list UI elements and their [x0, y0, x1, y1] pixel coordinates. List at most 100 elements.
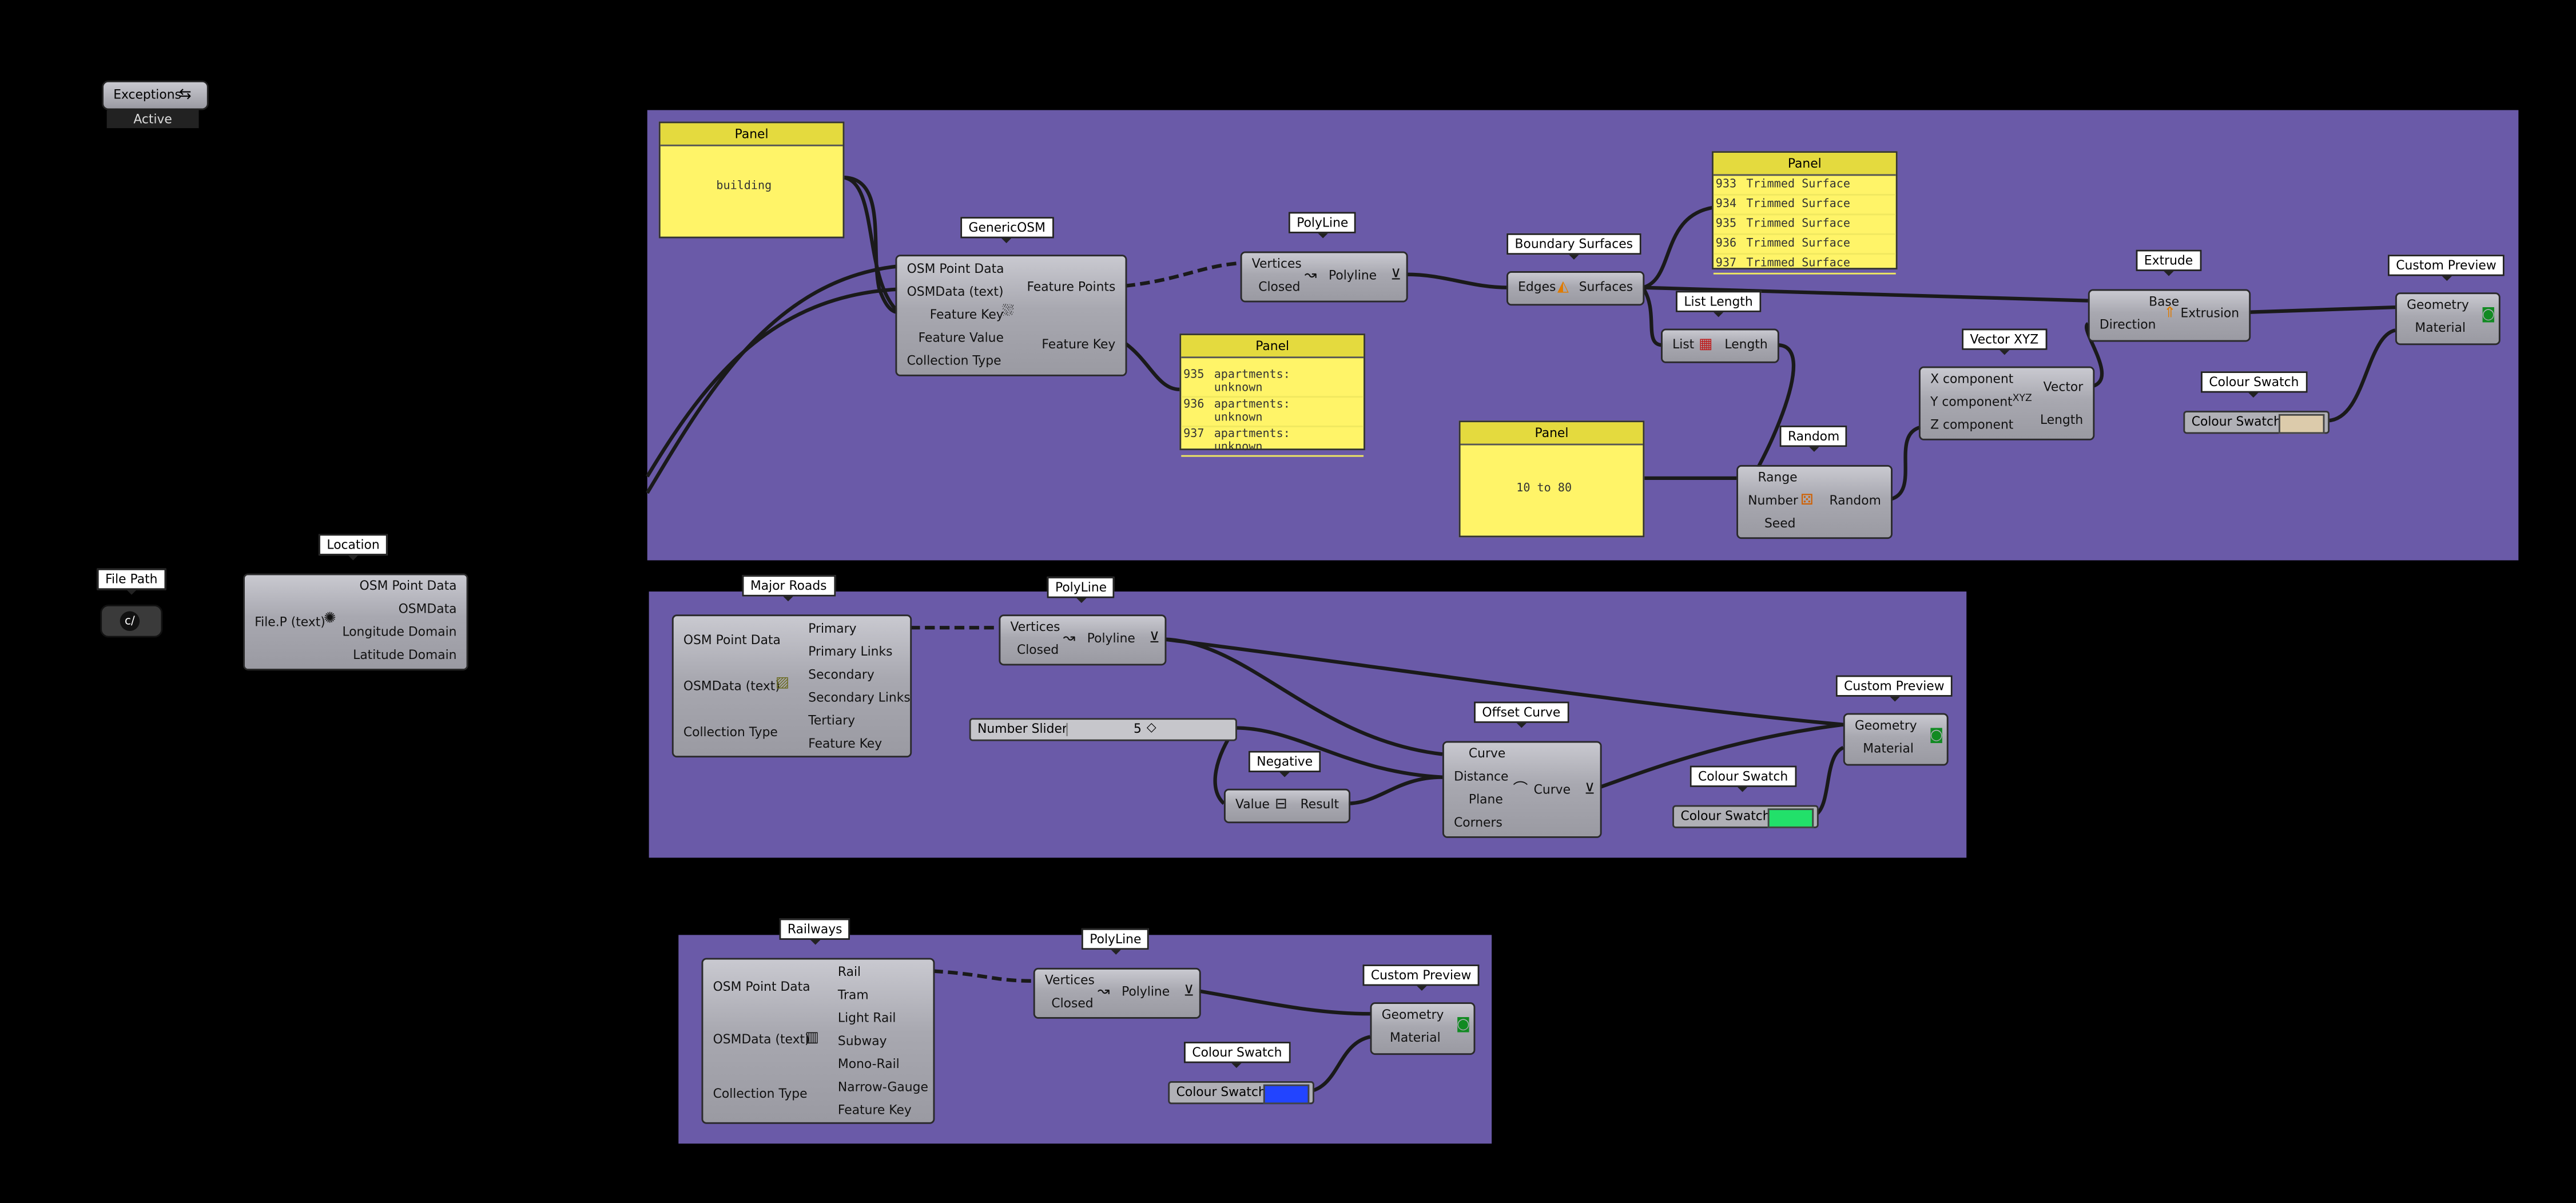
custom-preview-input[interactable]: Material: [1863, 741, 1914, 756]
polyline-component[interactable]: Vertices Closed ↝ Polyline ⊻: [1033, 967, 1201, 1019]
railways-output[interactable]: Feature Key: [837, 1102, 912, 1118]
random-input[interactable]: Seed: [1764, 515, 1796, 531]
railways-output[interactable]: Light Rail: [837, 1010, 896, 1026]
offset-curve-input[interactable]: Plane: [1468, 792, 1503, 807]
generic-osm-output[interactable]: Feature Points: [1027, 279, 1116, 295]
building-panel[interactable]: Panel building: [658, 121, 845, 239]
offset-curve-component[interactable]: Curve Distance Plane Corners ⌒ Curve ⊻: [1442, 741, 1602, 838]
major-roads-output[interactable]: Feature Key: [808, 736, 882, 751]
vector-xyz-input[interactable]: Z component: [1930, 417, 2014, 432]
extrude-component[interactable]: Base Direction ⇑ Extrusion: [2088, 289, 2251, 342]
colour-swatch-color[interactable]: [1263, 1084, 1310, 1105]
polyline-output[interactable]: Polyline: [1087, 631, 1135, 646]
extrude-input[interactable]: Direction: [2099, 317, 2156, 332]
major-roads-output[interactable]: Secondary Links: [808, 690, 911, 705]
negative-input[interactable]: Value: [1235, 797, 1270, 812]
railways-component[interactable]: OSM Point Data OSMData (text) Collection…: [701, 958, 935, 1124]
major-roads-output[interactable]: Tertiary: [808, 713, 856, 728]
location-component[interactable]: File.P (text) ✺ OSM Point Data OSMData L…: [243, 573, 468, 670]
colour-swatch-color[interactable]: [2279, 414, 2325, 434]
polyline-input[interactable]: Vertices: [1044, 972, 1095, 988]
railways-input[interactable]: OSMData (text): [713, 1031, 810, 1047]
location-input[interactable]: File.P (text): [255, 614, 325, 630]
generic-osm-component[interactable]: OSM Point Data OSMData (text) Feature Ke…: [895, 255, 1127, 376]
random-input[interactable]: Range: [1758, 470, 1798, 485]
list-length-output[interactable]: Length: [1724, 336, 1768, 352]
major-roads-input[interactable]: OSM Point Data: [683, 632, 781, 648]
colour-swatch[interactable]: Colour Swatch: [1168, 1081, 1314, 1105]
boundary-output[interactable]: Surfaces: [1579, 279, 1633, 295]
custom-preview-component[interactable]: Geometry Material ◙: [1370, 1002, 1476, 1055]
generic-osm-input[interactable]: Feature Value: [918, 330, 1004, 346]
extrude-input[interactable]: Base: [2149, 294, 2180, 309]
railways-output[interactable]: Subway: [837, 1033, 887, 1049]
location-output[interactable]: OSMData: [398, 601, 457, 617]
polyline-input[interactable]: Vertices: [1251, 256, 1302, 271]
vector-xyz-input[interactable]: Y component: [1930, 394, 2013, 410]
random-input[interactable]: Number: [1748, 493, 1798, 508]
railways-output[interactable]: Tram: [837, 987, 869, 1003]
location-output[interactable]: OSM Point Data: [359, 578, 457, 593]
polyline-output[interactable]: Polyline: [1122, 984, 1170, 999]
major-roads-output[interactable]: Secondary: [808, 667, 874, 682]
negative-component[interactable]: Value ⊟ Result: [1223, 788, 1351, 824]
generic-osm-input[interactable]: Collection Type: [907, 353, 1001, 368]
custom-preview-input[interactable]: Material: [1390, 1030, 1441, 1045]
vector-xyz-component[interactable]: X component Y component Z component XYZ …: [1918, 366, 2095, 440]
polyline-component[interactable]: Vertices Closed ↝ Polyline ⊻: [999, 614, 1167, 666]
boundary-surfaces-component[interactable]: Edges ◭ Surfaces: [1506, 271, 1645, 306]
location-output[interactable]: Latitude Domain: [353, 647, 457, 662]
colour-swatch-color[interactable]: [1767, 808, 1814, 828]
railways-input[interactable]: OSM Point Data: [713, 979, 810, 994]
offset-curve-input[interactable]: Corners: [1454, 815, 1502, 830]
custom-preview-input[interactable]: Geometry: [2407, 297, 2469, 312]
major-roads-component[interactable]: OSM Point Data OSMData (text) Collection…: [671, 614, 912, 758]
polyline-input[interactable]: Vertices: [1010, 619, 1060, 634]
vector-xyz-output[interactable]: Vector: [2043, 379, 2084, 395]
vector-xyz-input[interactable]: X component: [1930, 371, 2014, 387]
major-roads-input[interactable]: Collection Type: [683, 724, 778, 740]
location-output[interactable]: Longitude Domain: [342, 624, 457, 640]
generic-osm-input[interactable]: OSMData (text): [907, 284, 1004, 299]
offset-curve-output[interactable]: Curve: [1533, 782, 1571, 797]
generic-osm-output[interactable]: Feature Key: [1041, 336, 1116, 352]
custom-preview-component[interactable]: Geometry Material ◙: [2395, 292, 2501, 346]
railways-input[interactable]: Collection Type: [713, 1086, 808, 1101]
number-slider-track[interactable]: [1066, 722, 1232, 736]
polyline-output[interactable]: Polyline: [1329, 268, 1377, 283]
generic-osm-input[interactable]: OSM Point Data: [907, 261, 1004, 276]
random-output[interactable]: Random: [1829, 493, 1881, 508]
extrude-output[interactable]: Extrusion: [2180, 305, 2240, 321]
railways-output[interactable]: Rail: [837, 964, 861, 979]
vector-xyz-output[interactable]: Length: [2040, 412, 2084, 427]
range-panel[interactable]: Panel 10 to 80: [1458, 420, 1645, 538]
major-roads-input[interactable]: OSMData (text): [683, 678, 780, 694]
boundary-input[interactable]: Edges: [1518, 279, 1556, 295]
file-path-param[interactable]: c/: [100, 605, 163, 638]
exceptions-widget[interactable]: Exceptions ⇆: [102, 80, 209, 110]
custom-preview-input[interactable]: Geometry: [1854, 718, 1917, 733]
polyline-input[interactable]: Closed: [1051, 995, 1094, 1011]
offset-curve-input[interactable]: Distance: [1454, 769, 1509, 784]
offset-curve-input[interactable]: Curve: [1468, 746, 1506, 761]
polyline-input[interactable]: Closed: [1017, 642, 1059, 657]
list-length-component[interactable]: List ▦ Length: [1660, 328, 1779, 363]
railways-output[interactable]: Mono-Rail: [837, 1056, 900, 1071]
generic-osm-input[interactable]: Feature Key: [929, 307, 1004, 322]
major-roads-output[interactable]: Primary: [808, 621, 857, 636]
custom-preview-input[interactable]: Material: [2415, 320, 2466, 335]
colour-swatch[interactable]: Colour Swatch: [1672, 805, 1819, 828]
polyline-component[interactable]: Vertices Closed ↝ Polyline ⊻: [1240, 251, 1408, 303]
colour-swatch[interactable]: Colour Swatch: [2183, 411, 2330, 434]
slider-handle-icon[interactable]: ◇: [1146, 720, 1156, 734]
negative-output[interactable]: Result: [1300, 797, 1339, 812]
number-slider[interactable]: Number Slider 5 ◇: [969, 718, 1237, 741]
random-component[interactable]: Range Number Seed ⚄ Random: [1736, 464, 1893, 539]
list-length-input[interactable]: List: [1672, 336, 1695, 352]
custom-preview-input[interactable]: Geometry: [1381, 1007, 1444, 1022]
railways-output[interactable]: Narrow-Gauge: [837, 1079, 928, 1095]
major-roads-output[interactable]: Primary Links: [808, 644, 893, 659]
